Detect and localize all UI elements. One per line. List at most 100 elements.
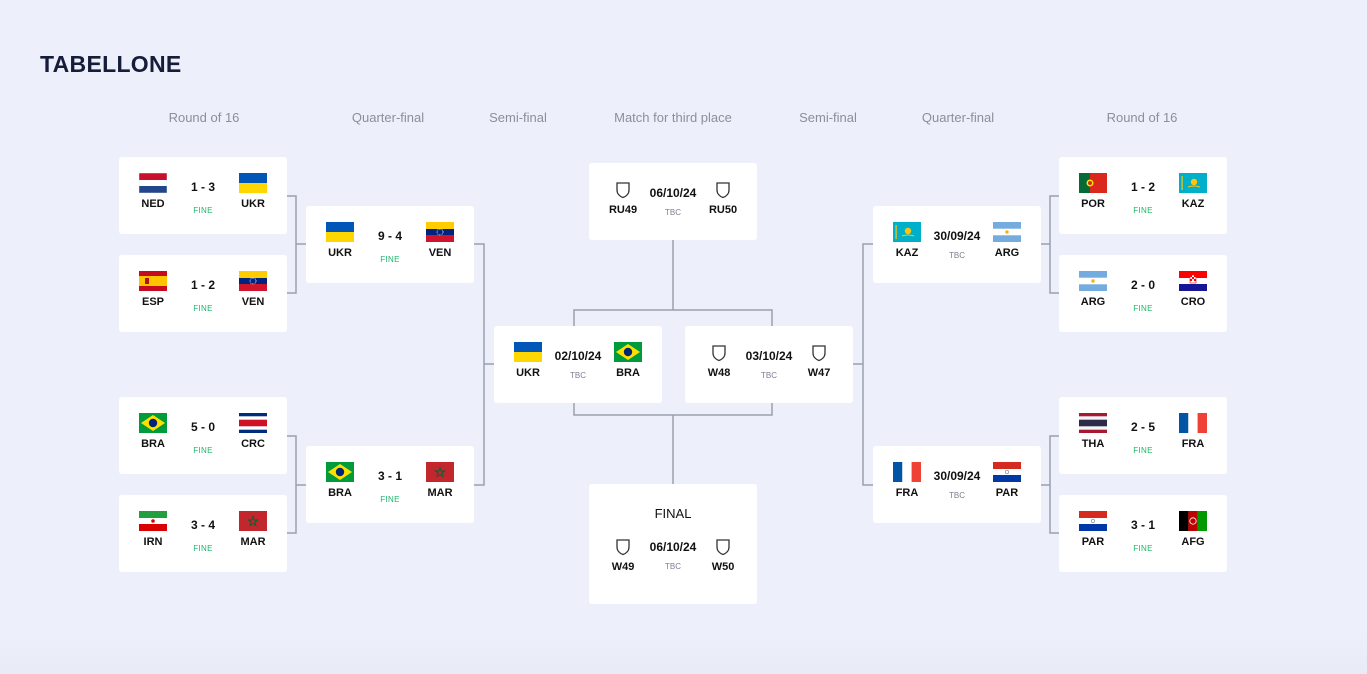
match-info: 02/10/24 TBC [533,349,623,380]
team-code: ESP [141,296,164,308]
status-label: FINE [1133,304,1153,313]
team-home: THA [1068,413,1118,450]
match-info: 2 - 0 FINE [1098,278,1188,313]
match-card-third-place[interactable]: RU49 06/10/24 TBC RU50 [589,163,757,240]
match-info: 3 - 1 FINE [1098,518,1188,553]
match-card-r16-por-kaz[interactable]: POR 1 - 2 FINE KAZ [1059,157,1227,234]
final-label: FINAL [654,506,692,521]
match-info: 2 - 5 FINE [1098,420,1188,455]
match-card-qf-fra-par[interactable]: FRA 30/09/24 TBC PAR [873,446,1041,523]
team-code: KAZ [1181,198,1205,210]
team-home: BRA [128,413,178,450]
team-code: W49 [611,561,635,573]
match-card-r16-ned-ukr[interactable]: NED 1 - 3 FINE UKR [119,157,287,234]
team-code: UKR [328,247,352,259]
match-card-sf-ukr-bra[interactable]: UKR 02/10/24 TBC BRA [494,326,662,403]
match-info: 5 - 0 FINE [158,420,248,455]
header-quarter-final-left: Quarter-final [351,110,425,125]
team-code: W47 [807,367,831,379]
team-code: W50 [711,561,735,573]
score: 1 - 2 [1130,180,1155,194]
brazil-flag-icon [326,462,354,482]
kazakhstan-flag-icon [1179,173,1207,193]
match-card-r16-arg-cro[interactable]: ARG 2 - 0 FINE CRO [1059,255,1227,332]
match-card-r16-irn-mar[interactable]: IRN 3 - 4 FINE MAR [119,495,287,572]
team-home: FRA [882,462,932,499]
argentina-flag-icon [993,222,1021,242]
status-label: FINE [380,255,400,264]
score: 1 - 3 [190,180,215,194]
portugal-flag-icon [1079,173,1107,193]
match-info: 06/10/24 TBC [628,186,718,217]
team-away: W50 [698,536,748,573]
status-label: FINE [193,544,213,553]
status-label: FINE [380,495,400,504]
match-card-r16-tha-fra[interactable]: THA 2 - 5 FINE FRA [1059,397,1227,474]
match-info: 3 - 1 FINE [345,469,435,504]
match-card-qf-ukr-ven[interactable]: UKR 9 - 4 FINE VEN [306,206,474,283]
team-code: ARG [994,247,1020,259]
kazakhstan-flag-icon [893,222,921,242]
france-flag-icon [1179,413,1207,433]
match-card-r16-par-afg[interactable]: PAR 3 - 1 FINE AFG [1059,495,1227,572]
header-semi-final-left: Semi-final [489,110,547,125]
team-code: VEN [241,296,265,308]
team-away: FRA [1168,413,1218,450]
match-card-qf-kaz-arg[interactable]: KAZ 30/09/24 TBC ARG [873,206,1041,283]
match-date: 02/10/24 [554,349,602,363]
score: 9 - 4 [377,229,402,243]
venezuela-flag-icon [426,222,454,242]
match-info: 30/09/24 TBC [912,229,1002,260]
team-away: VEN [228,271,278,308]
team-away: CRO [1168,271,1218,308]
team-code: MAR [240,536,266,548]
time-tbc: TBC [665,562,681,571]
iran-flag-icon [139,511,167,531]
shield-icon [712,345,726,362]
match-card-final[interactable]: FINAL W49 06/10/24 TBC W50 [589,484,757,604]
team-away: MAR [415,462,465,499]
team-home: W49 [598,536,648,573]
shield-icon [812,345,826,362]
header-round-of-16-right: Round of 16 [1106,110,1178,125]
team-away: PAR [982,462,1032,499]
match-card-qf-bra-mar[interactable]: BRA 3 - 1 FINE MAR [306,446,474,523]
shield-icon [716,182,730,199]
team-away: RU50 [698,179,748,216]
time-tbc: TBC [570,371,586,380]
score: 1 - 2 [190,278,215,292]
morocco-flag-icon [239,511,267,531]
score: 2 - 5 [1130,420,1155,434]
team-code: POR [1081,198,1105,210]
header-semi-final-right: Semi-final [799,110,857,125]
team-code: BRA [141,438,165,450]
team-away: UKR [228,173,278,210]
score: 5 - 0 [190,420,215,434]
team-home: ARG [1068,271,1118,308]
team-code: FRA [1181,438,1205,450]
header-third-place: Match for third place [614,110,732,125]
team-home: POR [1068,173,1118,210]
team-code: RU49 [608,204,638,216]
score: 3 - 1 [377,469,402,483]
morocco-flag-icon [426,462,454,482]
match-info: 30/09/24 TBC [912,469,1002,500]
netherlands-flag-icon [139,173,167,193]
match-card-sf-w48-w47[interactable]: W48 03/10/24 TBC W47 [685,326,853,403]
team-code: AFG [1181,536,1205,548]
ukraine-flag-icon [239,173,267,193]
match-date: 06/10/24 [649,540,697,554]
team-code: W48 [707,367,731,379]
team-code: PAR [995,487,1019,499]
status-label: FINE [193,446,213,455]
team-home: KAZ [882,222,932,259]
team-code: UKR [516,367,540,379]
team-code: KAZ [895,247,919,259]
team-away: W47 [794,342,844,379]
team-code: PAR [1081,536,1105,548]
match-card-r16-bra-crc[interactable]: BRA 5 - 0 FINE CRC [119,397,287,474]
team-code: CRO [1180,296,1206,308]
match-card-r16-esp-ven[interactable]: ESP 1 - 2 FINE VEN [119,255,287,332]
team-home: UKR [315,222,365,259]
